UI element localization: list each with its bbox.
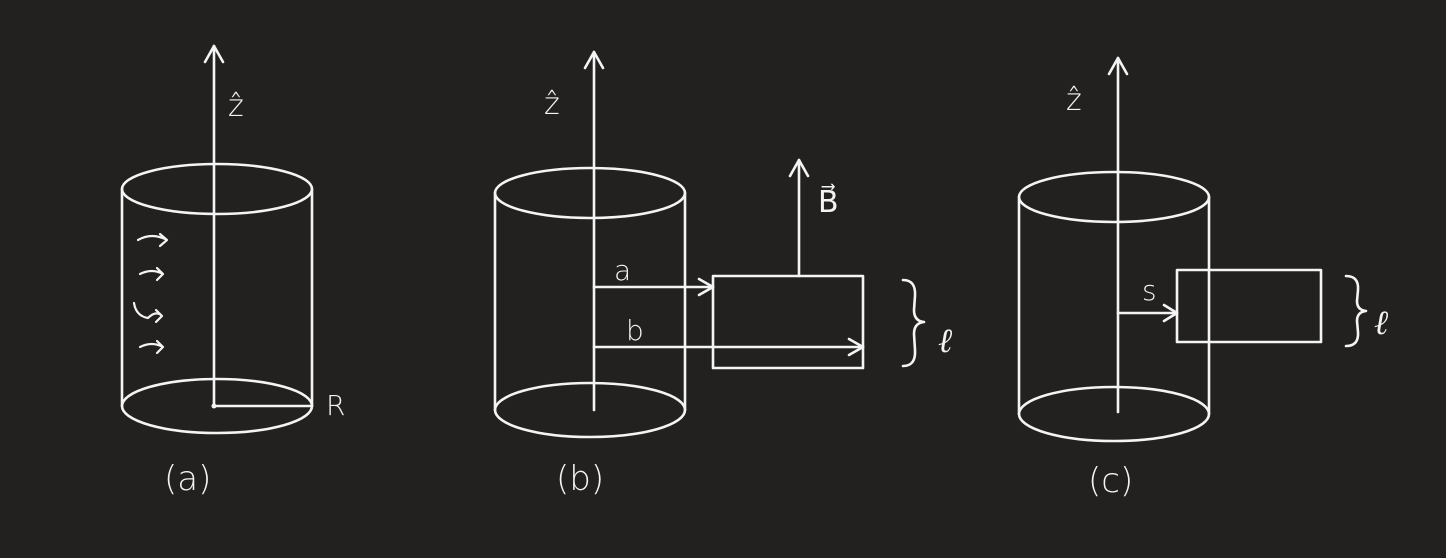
- distance-arrow-b-arrowhead-icon: [847, 337, 865, 357]
- loop-c-rectangle: [1175, 268, 1323, 344]
- distance-arrow-a-arrowhead-icon: [697, 277, 715, 297]
- distance-s-label: s: [1142, 274, 1157, 307]
- cylinder-b-top-ellipse: [493, 166, 687, 220]
- z-axis-b-label: ẑ: [544, 87, 560, 122]
- panel-a: ẑ R (a): [120, 44, 345, 499]
- current-arrow-4-icon: [138, 339, 165, 355]
- z-axis-a-label: ẑ: [228, 89, 244, 124]
- cylinder-c-top-ellipse: [1017, 170, 1211, 224]
- distance-arrow-s-arrowhead-icon: [1162, 303, 1179, 323]
- distance-a-label: a: [614, 254, 631, 287]
- z-axis-c-arrowhead-icon: [1107, 56, 1129, 76]
- current-arrow-2-icon: [138, 266, 165, 282]
- cylinder-a-top-ellipse: [120, 162, 314, 216]
- cylinder-b-bottom-ellipse: [493, 381, 687, 439]
- distance-arrow-a: [592, 277, 715, 297]
- caption-b: (b): [556, 459, 604, 499]
- distance-arrow-s: [1116, 303, 1179, 323]
- z-axis-c-label: ẑ: [1066, 83, 1082, 118]
- current-arrow-3-icon: [132, 301, 164, 324]
- cylinder-b: [493, 166, 687, 439]
- current-arrow-1-icon: [136, 232, 169, 248]
- z-axis-a-arrowhead-icon: [203, 44, 225, 64]
- panel-c: ẑ s ℓ (c): [1017, 56, 1388, 501]
- z-axis-b: [583, 50, 605, 412]
- radius-a: [211, 403, 314, 409]
- cylinder-c-bottom-ellipse: [1017, 385, 1211, 443]
- length-brace-c-icon: [1344, 274, 1368, 348]
- cylinder-a: [120, 162, 314, 435]
- distance-arrow-b: [592, 337, 865, 357]
- surface-current-arrows-a: [132, 232, 169, 355]
- cylinder-c: [1017, 170, 1211, 443]
- radius-a-center-dot: [211, 403, 217, 409]
- z-axis-c: [1107, 56, 1129, 414]
- length-b-label: ℓ: [938, 321, 952, 361]
- radius-a-label: R: [326, 389, 345, 422]
- length-c-label: ℓ: [1374, 303, 1388, 343]
- panel-b: ẑ B⃗ a b ℓ (b): [493, 50, 952, 499]
- caption-c: (c): [1088, 461, 1133, 501]
- caption-a: (a): [164, 459, 211, 499]
- field-b-label: B⃗: [818, 184, 839, 220]
- field-arrow-b-arrowhead-icon: [788, 158, 810, 178]
- field-arrow-b: [788, 158, 810, 278]
- z-axis-a: [203, 44, 225, 408]
- loop-b-rectangle: [711, 274, 865, 370]
- length-brace-b-icon: [901, 278, 926, 368]
- distance-b-label: b: [626, 314, 644, 347]
- z-axis-b-arrowhead-icon: [583, 50, 605, 70]
